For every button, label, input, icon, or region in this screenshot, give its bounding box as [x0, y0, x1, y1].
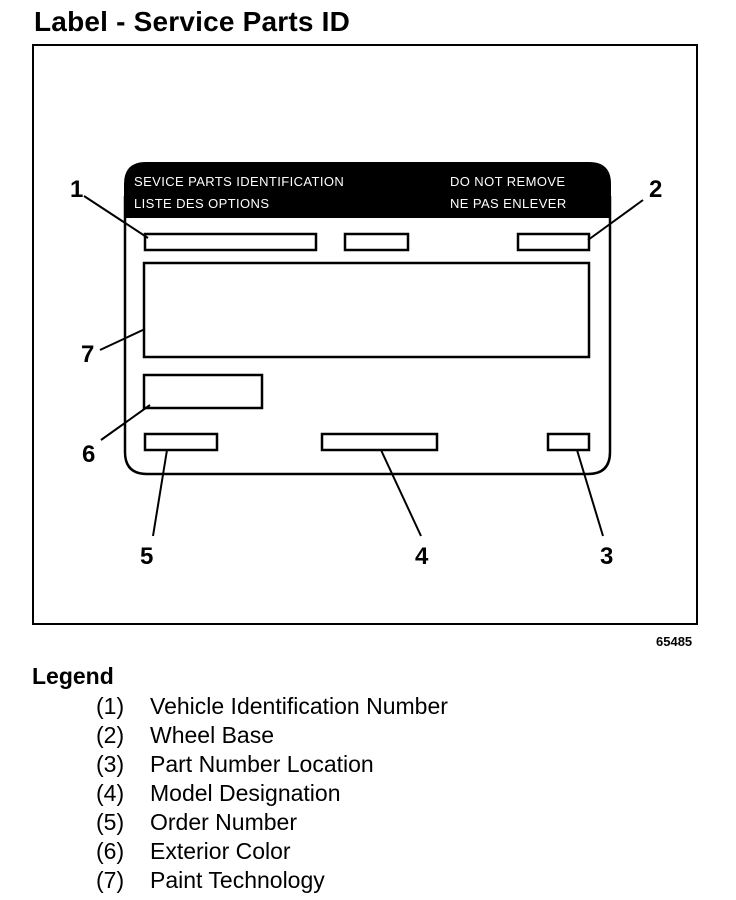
legend-item-number: (3) [96, 751, 125, 777]
figure-number: 65485 [656, 634, 693, 649]
field-wheel-base [516, 232, 591, 252]
legend-item: (2) Wheel Base [96, 721, 448, 750]
header-text-fr: LISTE DES OPTIONS [134, 196, 269, 211]
field-order-number [143, 432, 219, 452]
header-text-en: SEVICE PARTS IDENTIFICATION [134, 174, 344, 189]
callout-1: 1 [70, 176, 83, 203]
callout-7: 7 [81, 341, 94, 368]
legend-item: (5) Order Number [96, 808, 448, 837]
legend-item-text: Model Designation [150, 780, 341, 806]
callout-2: 2 [649, 176, 662, 203]
callout-5: 5 [140, 543, 153, 570]
legend-item-number: (1) [96, 693, 125, 719]
legend-item-number: (4) [96, 780, 125, 806]
leader-2 [587, 199, 644, 241]
leader-6 [100, 404, 151, 441]
field-paint-technology [142, 261, 591, 359]
legend-item: (6) Exterior Color [96, 837, 448, 866]
legend-item-text: Exterior Color [150, 838, 291, 864]
legend-item-text: Part Number Location [150, 751, 374, 777]
leader-1 [83, 195, 149, 239]
leader-3 [576, 449, 604, 537]
legend-item-number: (5) [96, 809, 125, 835]
legend-item: (7) Paint Technology [96, 866, 448, 895]
page-title: Label - Service Parts ID [34, 6, 351, 37]
callout-6: 6 [82, 441, 95, 468]
legend-item-text: Order Number [150, 809, 297, 835]
callout-3: 3 [600, 543, 613, 570]
field-exterior-color [142, 373, 264, 410]
legend-item: (1) Vehicle Identification Number [96, 692, 448, 721]
field-part-number [546, 432, 591, 452]
leader-5 [152, 449, 168, 537]
legend-title: Legend [32, 663, 114, 689]
field-model-designation [320, 432, 439, 452]
legend-item-text: Vehicle Identification Number [150, 693, 448, 719]
callout-4: 4 [415, 543, 429, 570]
header-text-nepasenlever: NE PAS ENLEVER [450, 196, 567, 211]
legend-item: (3) Part Number Location [96, 750, 448, 779]
diagram-frame [32, 44, 698, 625]
label-header-band [124, 162, 611, 218]
field-middle-top [343, 232, 410, 252]
legend-item: (4) Model Designation [96, 779, 448, 808]
header-text-donotremove: DO NOT REMOVE [450, 174, 565, 189]
legend-item-text: Paint Technology [150, 867, 325, 893]
legend-item-text: Wheel Base [150, 722, 275, 748]
legend-item-number: (2) [96, 722, 125, 748]
legend-item-number: (6) [96, 838, 125, 864]
leader-7 [99, 328, 146, 351]
leader-4 [380, 449, 422, 537]
label-outline [123, 196, 612, 476]
legend-list: (1) Vehicle Identification Number (2) Whee… [96, 692, 448, 895]
field-vin [143, 232, 318, 252]
legend-item-number: (7) [96, 867, 125, 893]
